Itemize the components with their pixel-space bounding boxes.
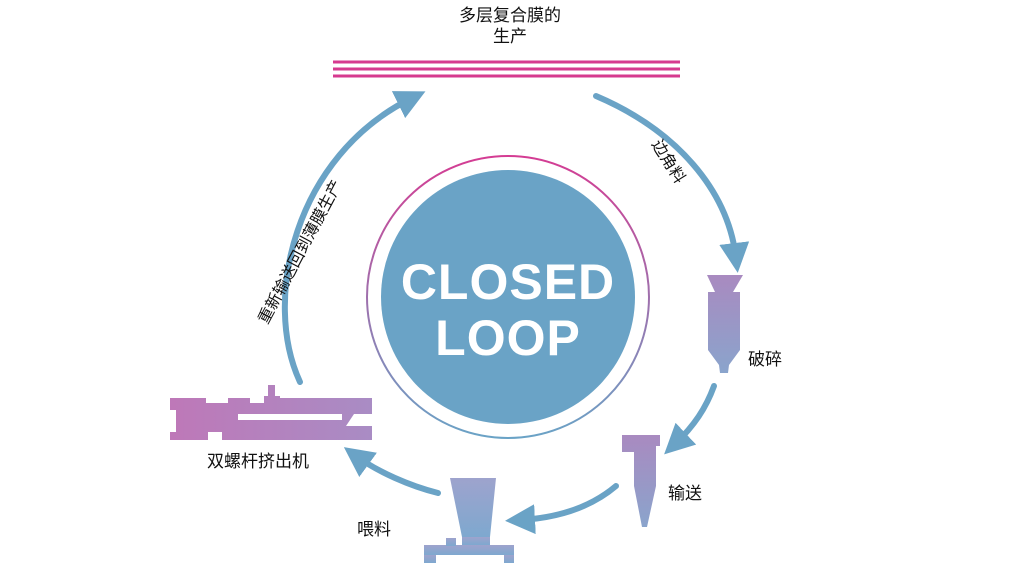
label-conveying: 输送	[668, 484, 702, 504]
center-title: CLOSED LOOP	[392, 254, 624, 366]
arrow-extruder-to-film	[281, 91, 426, 385]
label-crushing: 破碎	[748, 350, 782, 370]
film-layers-icon	[333, 60, 680, 78]
twin-screw-extruder-icon	[170, 385, 372, 440]
label-film-production: 多层复合膜的生产	[459, 6, 561, 48]
arrow-crusher-to-conveyor	[664, 383, 717, 455]
crusher-icon	[707, 275, 743, 373]
arrow-film-to-edge-trim	[593, 93, 750, 273]
center-title-line1: CLOSED	[400, 254, 616, 310]
arrow-feeder-to-extruder	[343, 447, 441, 496]
label-twin-screw-extruder: 双螺杆挤出机	[207, 452, 309, 472]
label-feeding: 喂料	[357, 520, 391, 540]
feeder-hopper-icon	[424, 478, 514, 563]
arrow-conveyor-to-feeder	[505, 483, 619, 535]
cyclone-conveyor-icon	[622, 435, 660, 527]
center-closed-loop	[366, 155, 650, 439]
center-title-line2: LOOP	[435, 310, 581, 366]
center-disc	[381, 170, 635, 424]
center-outer-ring	[366, 155, 650, 439]
